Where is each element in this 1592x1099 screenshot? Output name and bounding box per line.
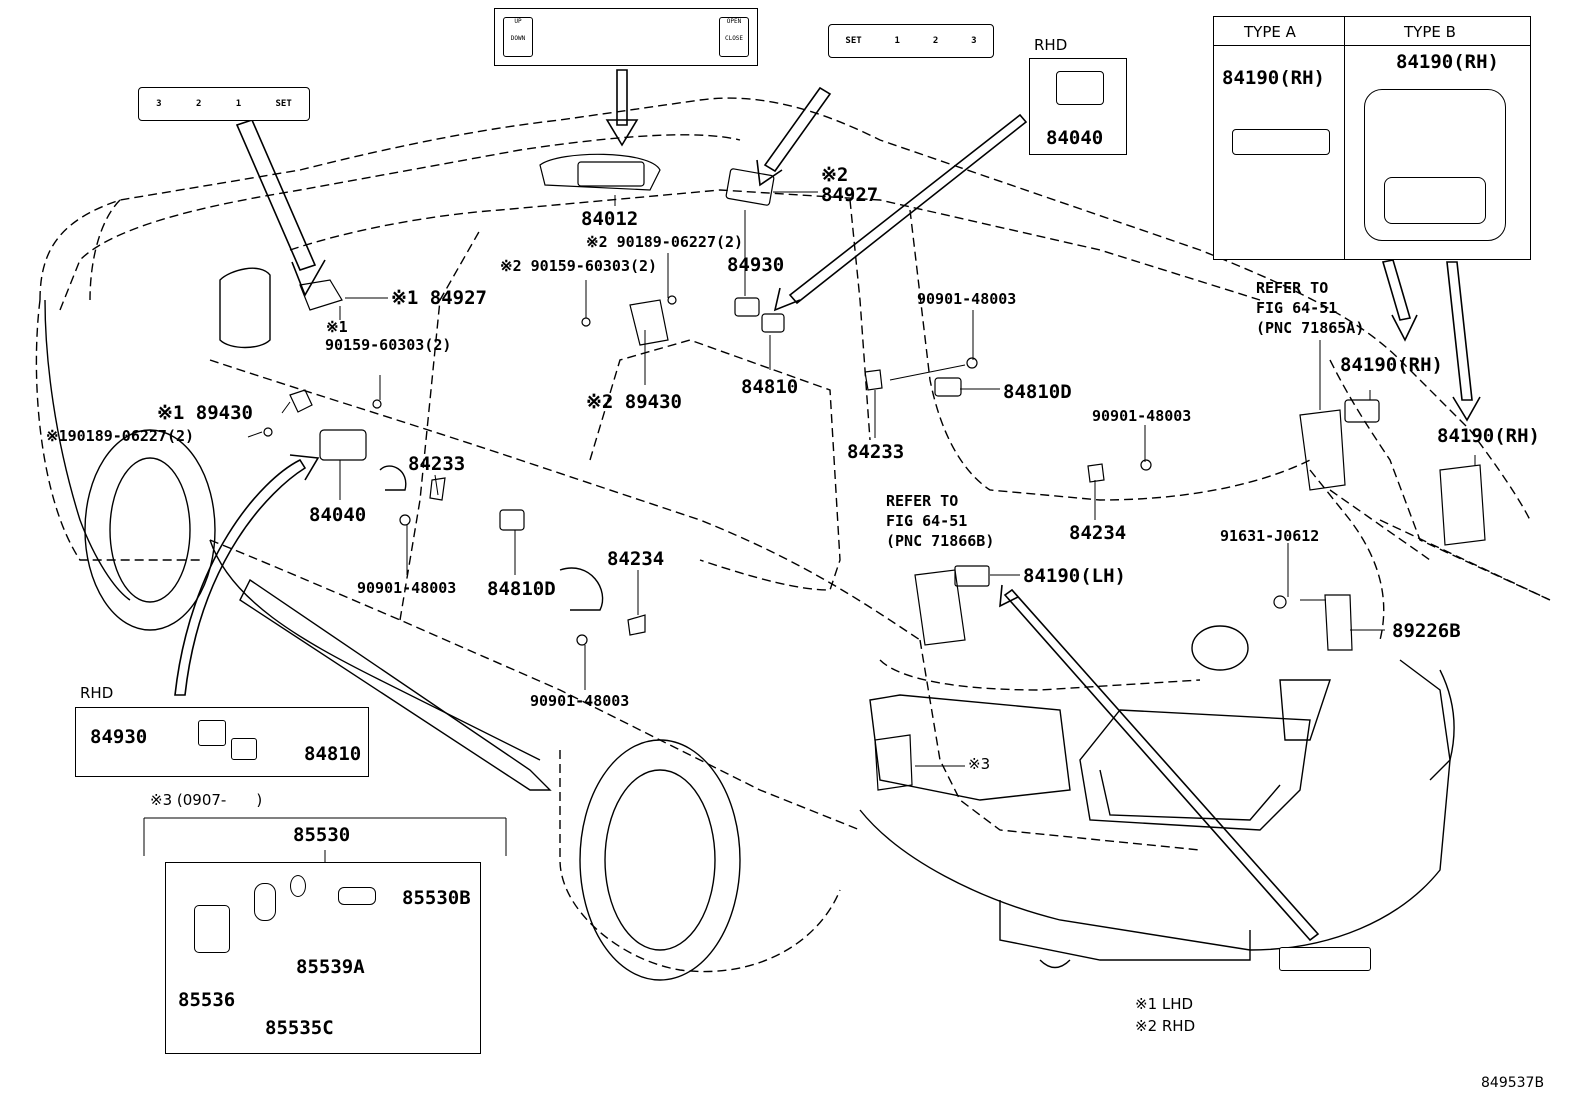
memory-2-label: 2 (195, 99, 202, 109)
switch-84190-lh-sketch (1279, 947, 1371, 971)
part-85536: 85536 (178, 989, 236, 1011)
part-85539a: 85539A (296, 956, 365, 978)
plug-sketch (338, 887, 376, 905)
figure-id: 849537B (1481, 1075, 1545, 1091)
part-84190-type-a: 84190(RH) (1222, 67, 1325, 89)
part-sketch (198, 720, 226, 746)
type-a-label: TYPE A (1244, 23, 1296, 41)
part-90901-48003-b: 90901-48003 (530, 692, 630, 710)
part-84012: 84012 (581, 208, 639, 230)
part-90159-60303-rhd: ※2 90159-60303(2) (500, 257, 658, 275)
part-89430-rhd: ※2 89430 (586, 391, 682, 413)
part-90159-60303-lhd: 90159-60303(2) (325, 336, 452, 354)
type-inset: TYPE A TYPE B 84190(RH) 84190(RH) (1213, 16, 1531, 260)
socket-sketch (194, 905, 230, 953)
part-84040-rhd: 84040 (1046, 127, 1104, 149)
refer-line: (PNC 71865A) (1256, 319, 1365, 337)
memory-1-label: 1 (235, 99, 242, 109)
up-label: UP (514, 18, 522, 25)
set-label: SET (845, 36, 862, 46)
part-84190-rh-b: 84190(RH) (1437, 425, 1540, 447)
part-84190-lh: 84190(LH) (1023, 565, 1126, 587)
part-84810-rhd: 84810 (304, 743, 362, 765)
part-84810d-right: 84810D (1003, 381, 1072, 403)
type-divider-h (1214, 45, 1530, 46)
memory-1-label: 1 (894, 36, 900, 46)
seat-memory-switch-left: 3 2 1 SET (138, 87, 310, 121)
part-84810: 84810 (741, 376, 799, 398)
part-90189-06227-lhd: ※190189-06227(2) (46, 427, 195, 445)
part-84233-left: 84233 (408, 453, 466, 475)
memory-3-label: 3 (971, 36, 977, 46)
type-b-label: TYPE B (1404, 23, 1456, 41)
part-90901-48003-c: 90901-48003 (917, 290, 1017, 308)
part-89226b: 89226B (1392, 620, 1461, 642)
part-84190-rh-a: 84190(RH) (1340, 354, 1443, 376)
type-a-switch-sketch (1232, 129, 1330, 155)
type-b-switch-sketch (1364, 89, 1506, 241)
vehicle-outline-right (1329, 489, 1551, 601)
memory-2-label: 2 (932, 36, 939, 46)
part-sketch (231, 738, 257, 760)
rhd-top-inset: 84040 (1029, 58, 1127, 155)
roof-switch-inset: UP DOWN OPEN CLOSE (494, 8, 758, 66)
window-switch-sketch (1056, 71, 1104, 105)
refer-line: FIG 64-51 (1256, 299, 1338, 317)
refer-note-a: REFER TO FIG 64-51 (PNC 71865A) (1256, 278, 1364, 338)
part-90901-48003-a: 90901-48003 (357, 579, 457, 597)
part-91631-j0612: 91631-J0612 (1220, 527, 1320, 545)
ring-sketch (290, 875, 306, 897)
part-84233-right: 84233 (847, 441, 905, 463)
part-84927-lhd: ※1 84927 (391, 287, 487, 309)
part-84190-type-b: 84190(RH) (1396, 51, 1499, 73)
part-84234-right: 84234 (1069, 522, 1127, 544)
seat-memory-switch-right: SET 1 2 3 (828, 24, 994, 58)
part-84930-rhd: 84930 (90, 726, 148, 748)
refer-line: (PNC 71866B) (886, 532, 995, 550)
socket-header: ※3 (0907- ) (150, 791, 263, 809)
part-84927-rhd: ※2 84927 (821, 164, 879, 206)
part-85535c: 85535C (265, 1017, 334, 1039)
refer-line: FIG 64-51 (886, 512, 968, 530)
vehicle-outline (35, 97, 1551, 973)
lhd-mark: ※1 (326, 318, 348, 336)
vehicle-body (44, 267, 1455, 981)
part-90189-06227-rhd: ※2 90189-06227(2) (586, 233, 744, 251)
part-85530: 85530 (293, 824, 351, 846)
down-label: DOWN (510, 35, 526, 42)
refer-line: REFER TO (1256, 279, 1329, 297)
callout-arrows (174, 69, 1481, 942)
rhd-left-title: RHD (80, 684, 114, 702)
refer-line: REFER TO (886, 492, 959, 510)
mark-3: ※3 (968, 755, 991, 773)
type-divider-v (1344, 17, 1345, 259)
memory-3-label: 3 (156, 99, 162, 109)
socket-inset: 85530B 85539A 85536 85535C (165, 862, 481, 1054)
rhd-top-title: RHD (1034, 36, 1068, 54)
part-84930: 84930 (727, 254, 785, 276)
parts-sketches (263, 153, 1486, 791)
slide-switch: OPEN CLOSE (719, 17, 749, 57)
refer-note-b: REFER TO FIG 64-51 (PNC 71866B) (886, 491, 994, 551)
legend-lhd: ※1 LHD (1135, 995, 1194, 1013)
part-89430-lhd: ※1 89430 (157, 402, 253, 424)
part-90901-48003-d: 90901-48003 (1092, 407, 1192, 425)
part-84234-left: 84234 (607, 548, 665, 570)
part-85530b: 85530B (402, 887, 471, 909)
close-label: CLOSE (724, 35, 744, 42)
tilt-switch: UP DOWN (503, 17, 533, 57)
legend-rhd: ※2 RHD (1135, 1017, 1196, 1035)
cap-sketch (254, 883, 276, 921)
open-label: OPEN (726, 18, 742, 25)
rhd-left-inset: 84930 84810 (75, 707, 369, 777)
part-84810d-left: 84810D (487, 578, 556, 600)
type-b-tray-sketch (1384, 177, 1486, 224)
set-label: SET (275, 99, 292, 109)
part-84040: 84040 (309, 504, 367, 526)
